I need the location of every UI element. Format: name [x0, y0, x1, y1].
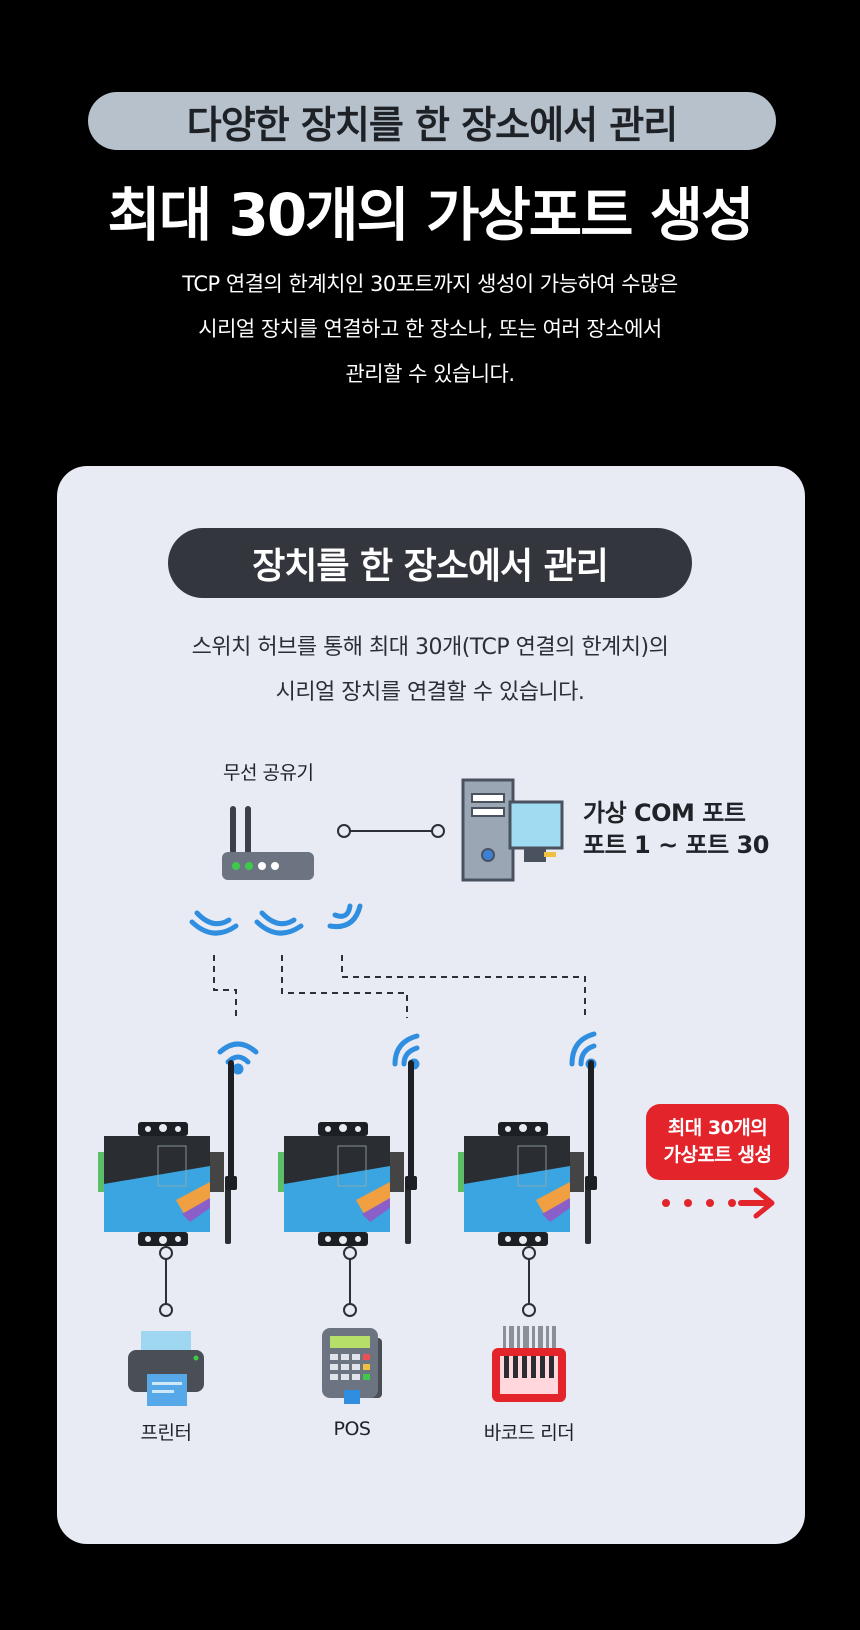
router-icon	[222, 806, 314, 880]
badge-line: 최대 30개의	[667, 1117, 768, 1139]
router-label: 무선 공유기	[223, 762, 314, 784]
serial-converter-1	[97, 1059, 238, 1247]
subtitle-line: 스위치 허브를 통해 최대 30개(TCP 연결의 한계치)의	[191, 635, 669, 660]
pos-label: POS	[333, 1418, 371, 1440]
intro-text: TCP 연결의 한계치인 30포트까지 생성이 가능하여 수많은 시리얼 장치를…	[0, 262, 860, 397]
computer-icon	[461, 778, 564, 882]
device-wifi-icon	[217, 1031, 597, 1075]
com-line: 가상 COM 포트	[583, 799, 746, 827]
pos-terminal-icon	[322, 1328, 382, 1404]
card-subtitle: 스위치 허브를 통해 최대 30개(TCP 연결의 한계치)의 시리얼 장치를 …	[0, 625, 860, 715]
barcode-reader-icon	[492, 1326, 566, 1402]
router-pc-link	[337, 824, 445, 838]
intro-line: TCP 연결의 한계치인 30포트까지 생성이 가능하여 수많은	[182, 272, 678, 296]
barcode-reader-label: 바코드 리더	[483, 1422, 575, 1444]
intro-line: 시리얼 장치를 연결하고 한 장소나, 또는 여러 장소에서	[198, 317, 662, 341]
serial-converter-3	[457, 1059, 598, 1247]
com-line: 포트 1 ~ 포트 30	[583, 831, 769, 859]
printer-label: 프린터	[140, 1422, 192, 1444]
arrow-right-icon	[662, 1187, 775, 1219]
virtual-com-label: 가상 COM 포트 포트 1 ~ 포트 30	[583, 797, 769, 861]
intro-line: 관리할 수 있습니다.	[345, 362, 515, 386]
router-wifi-icon	[189, 903, 363, 936]
subtitle-line: 시리얼 장치를 연결할 수 있습니다.	[275, 680, 585, 705]
card-title: 장치를 한 장소에서 관리	[168, 528, 692, 598]
max-ports-badge: 최대 30개의 가상포트 생성	[646, 1104, 789, 1180]
wireless-links	[213, 955, 586, 1018]
printer-icon	[128, 1331, 204, 1406]
top-pill: 다양한 장치를 한 장소에서 관리	[88, 92, 776, 150]
badge-line: 가상포트 생성	[663, 1144, 773, 1166]
device-cables	[159, 1246, 536, 1317]
headline: 최대 30개의 가상포트 생성	[107, 181, 755, 249]
serial-converter-2	[277, 1059, 418, 1247]
